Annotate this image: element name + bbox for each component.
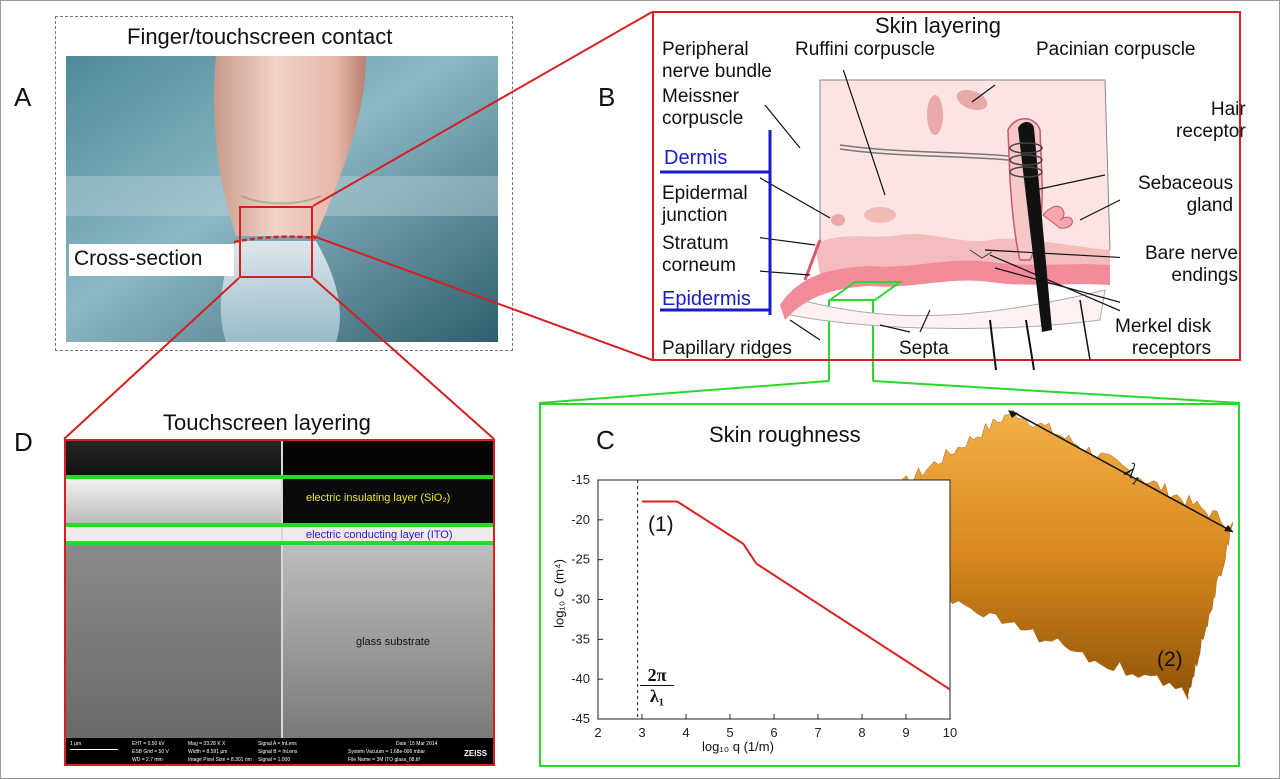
layer-glass-label: glass substrate (356, 636, 430, 648)
panel-letter-b: B (598, 82, 616, 112)
sem-info-bar: 1 µm EHT = 0.50 kV ESB Grid = 50 V WD = … (66, 738, 493, 764)
sem-file: File Name = 3M ITO glass_08.tif (348, 757, 420, 763)
sem-conducting-band (66, 527, 493, 543)
sem-vacuum: System Vacuum = 1.68e-006 mbar (348, 749, 426, 755)
label-hair-receptor: Hair receptor (1176, 99, 1246, 142)
label-epidermis: Epidermis (662, 288, 751, 310)
x-tick-label: 3 (638, 725, 645, 740)
cross-section-box (239, 206, 313, 278)
label-dermis: Dermis (664, 147, 728, 169)
x-tick-label: 7 (814, 725, 821, 740)
cutoff-den: λ₁ (649, 686, 665, 706)
label-meissner: Meissner corpuscle (662, 86, 744, 129)
sem-width: Width = 8.591 µm (188, 749, 228, 755)
sem-insulating-band-right (282, 479, 493, 525)
sem-glass (66, 545, 282, 738)
sem-mag: Mag = 33.28 K X (188, 741, 226, 747)
sem-green-line-3 (66, 541, 493, 545)
zeiss-logo: ZEISS (464, 749, 488, 758)
x-tick-label: 6 (770, 725, 777, 740)
x-tick-label: 2 (594, 725, 601, 740)
cutoff-label: 2π λ₁ (640, 665, 674, 706)
series-line (642, 500, 951, 691)
panel-letter-d: D (14, 427, 33, 457)
sem-divider (281, 441, 283, 738)
panel-c-frame (539, 403, 1240, 767)
dermis-bracket (660, 130, 772, 315)
sem-top-right (282, 441, 493, 477)
panel-b-title: Skin layering (875, 13, 1001, 38)
sem-signal-a: Signal A = InLens (258, 741, 297, 747)
sem-image: electric insulating layer (SiO₂) electri… (64, 439, 495, 766)
cross-section-label: Cross-section (74, 247, 203, 270)
layer-insulating-label: electric insulating layer (SiO₂) (306, 492, 451, 504)
x-tick-label: 10 (943, 725, 957, 740)
sem-eht: EHT = 0.50 kV (132, 741, 165, 747)
panel-a-title: Finger/touchscreen contact (127, 24, 393, 49)
panel-c-title: Skin roughness (709, 422, 861, 447)
curve-label: (1) (648, 513, 674, 536)
chart-xlabel: log₁₀ q (1/m) (702, 739, 774, 754)
chart-series (642, 500, 951, 691)
panel-letter-c: C (596, 425, 615, 455)
sem-glass-right (282, 545, 493, 738)
panel-b-frame (652, 11, 1241, 361)
roughness-chart: 2 3 4 5 6 7 8 9 10 -15 -20 -25 -30 -35 -40 -45 (571, 472, 957, 740)
layer-conducting-label: electric conducting layer (ITO) (306, 529, 453, 541)
panel-a-frame (55, 16, 513, 351)
finger-photo (66, 56, 498, 342)
sem-esb: ESB Grid = 50 V (132, 749, 169, 755)
y-tick-label: -20 (571, 512, 590, 527)
label-peripheral-nerve: Peripheral nerve bundle (662, 39, 772, 82)
y-tick-label: -40 (571, 671, 590, 686)
sem-insulating-band (66, 479, 282, 525)
label-stratum-corneum: Stratum corneum (662, 233, 736, 276)
sem-green-line-1 (66, 475, 493, 479)
sem-signal: Signal = 1.000 (258, 757, 291, 763)
sem-wd: WD = 2.7 mm (132, 757, 163, 763)
sem-scale: 1 µm (70, 741, 82, 747)
surface-label: (2) (1157, 648, 1183, 671)
sem-green-line-2 (66, 523, 493, 527)
y-tick-label: -25 (571, 552, 590, 567)
chart-ylabel: log₁₀ C (m⁴) (551, 559, 567, 628)
sem-scale-bar (70, 749, 118, 750)
label-pacinian: Pacinian corpuscle (1036, 39, 1196, 60)
cross-section-label-bg (69, 244, 234, 276)
x-tick-label: 4 (682, 725, 689, 740)
label-papillary: Papillary ridges (662, 338, 792, 359)
label-sebaceous: Sebaceous gland (1138, 173, 1234, 216)
x-tick-label: 9 (902, 725, 909, 740)
cross-section-dashed-line (233, 235, 317, 244)
label-bare-nerve: Bare nerve endings (1145, 243, 1238, 286)
panel-letter-a: A (14, 82, 32, 112)
y-tick-label: -45 (571, 711, 590, 726)
sem-pixel: Image Pixel Size = 8.301 nm (188, 757, 252, 763)
chart-axes (597, 479, 951, 720)
panel-d-title: Touchscreen layering (163, 410, 371, 435)
label-septa: Septa (899, 338, 949, 359)
chart-plot-area (597, 479, 951, 720)
chart-ticks: 2 3 4 5 6 7 8 9 10 -15 -20 -25 -30 -35 -40 -45 (571, 472, 957, 740)
y-tick-label: -35 (571, 631, 590, 646)
x-tick-label: 5 (726, 725, 733, 740)
sem-date: Date :15 Mar 2014 (396, 741, 438, 747)
y-tick-label: -30 (571, 592, 590, 607)
cutoff-num: 2π (640, 665, 674, 686)
x-tick-label: 8 (858, 725, 865, 740)
label-epidermal-junction: Epidermal junction (662, 183, 748, 226)
label-ruffini: Ruffini corpuscle (795, 39, 936, 60)
label-merkel: Merkel disk receptors (1115, 316, 1212, 359)
sem-signal-b: Signal B = InLens (258, 749, 298, 755)
y-tick-label: -15 (571, 472, 590, 487)
skin-diagram (760, 70, 1120, 371)
